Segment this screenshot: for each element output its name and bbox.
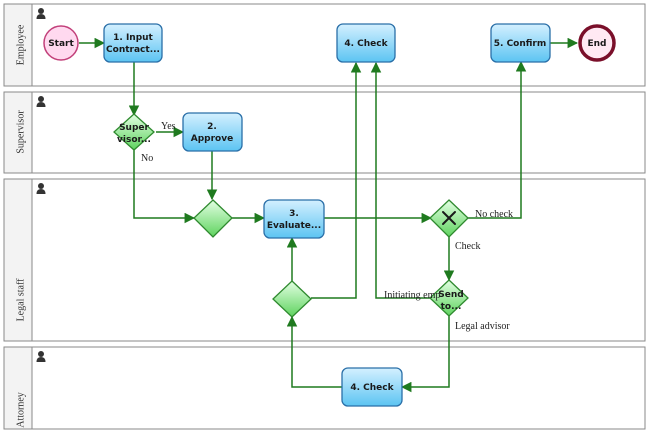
edge-merge-to-check [311,61,362,299]
edge-label-yes: Yes [161,121,176,132]
gateway-send[interactable]: Send to... [429,279,469,317]
task-check-employee[interactable]: 4. Check [336,23,396,63]
flow-edges [79,37,579,393]
task-approve-line1: 2. [207,122,217,132]
edge-attorney-to-merge [286,315,342,388]
edge-label-legal-advisor: Legal advisor [455,321,510,332]
gateway-merge-check[interactable] [272,280,312,318]
task-check-employee-label: 4. Check [344,39,388,49]
end-event[interactable]: End [578,24,616,62]
start-event[interactable]: Start [43,25,79,61]
gateway-send-line1: Send [438,290,463,300]
gateway-supervisor-line2: visor... [117,135,151,145]
task-input-contract[interactable]: 1. Input Contract... [103,23,163,63]
edge-gateway-no [133,150,196,224]
edge-label-no-check: No check [475,209,513,220]
task-check-attorney[interactable]: 4. Check [341,367,403,407]
gateway-supervisor-line1: Super [119,123,149,133]
gateway-merge-approve[interactable] [193,199,233,238]
edge-legal-advisor [400,316,450,393]
start-event-label: Start [48,39,74,49]
edge-label-no: No [141,153,153,164]
task-approve-line2: Approve [191,134,233,144]
lane-supervisor: Supervisor [3,91,646,174]
gateway-send-line2: to... [441,302,462,312]
task-evaluate-line1: 3. [289,209,299,219]
edge-label-initiating: Initiating emp [384,290,440,301]
lane-attorney: Attorney [3,346,646,430]
task-confirm-label: 5. Confirm [494,39,547,49]
task-input-contract-line2: Contract... [106,45,160,55]
edge-label-check: Check [455,241,481,252]
gateway-supervisor[interactable]: Super visor... [113,113,155,151]
exclusive-x-icon [442,211,456,225]
end-event-label: End [588,39,607,49]
edge-no-check [468,60,527,219]
lane-label-supervisor: Supervisor [15,110,26,154]
lane-label-employee: Employee [15,24,26,65]
lane-label-attorney: Attorney [15,392,26,428]
lane-label-legal-staff: Legal staff [15,278,26,322]
task-check-attorney-label: 4. Check [350,383,394,393]
gateway-exclusive-check[interactable] [429,199,469,238]
lane-legal-staff: Legal staff [3,178,646,342]
task-approve[interactable]: 2. Approve [182,112,243,152]
task-input-contract-line1: 1. Input [113,33,153,43]
task-evaluate[interactable]: 3. Evaluate... [263,199,325,239]
task-evaluate-line2: Evaluate... [267,221,321,231]
edge-initiating [370,61,432,299]
task-confirm[interactable]: 5. Confirm [490,23,551,63]
